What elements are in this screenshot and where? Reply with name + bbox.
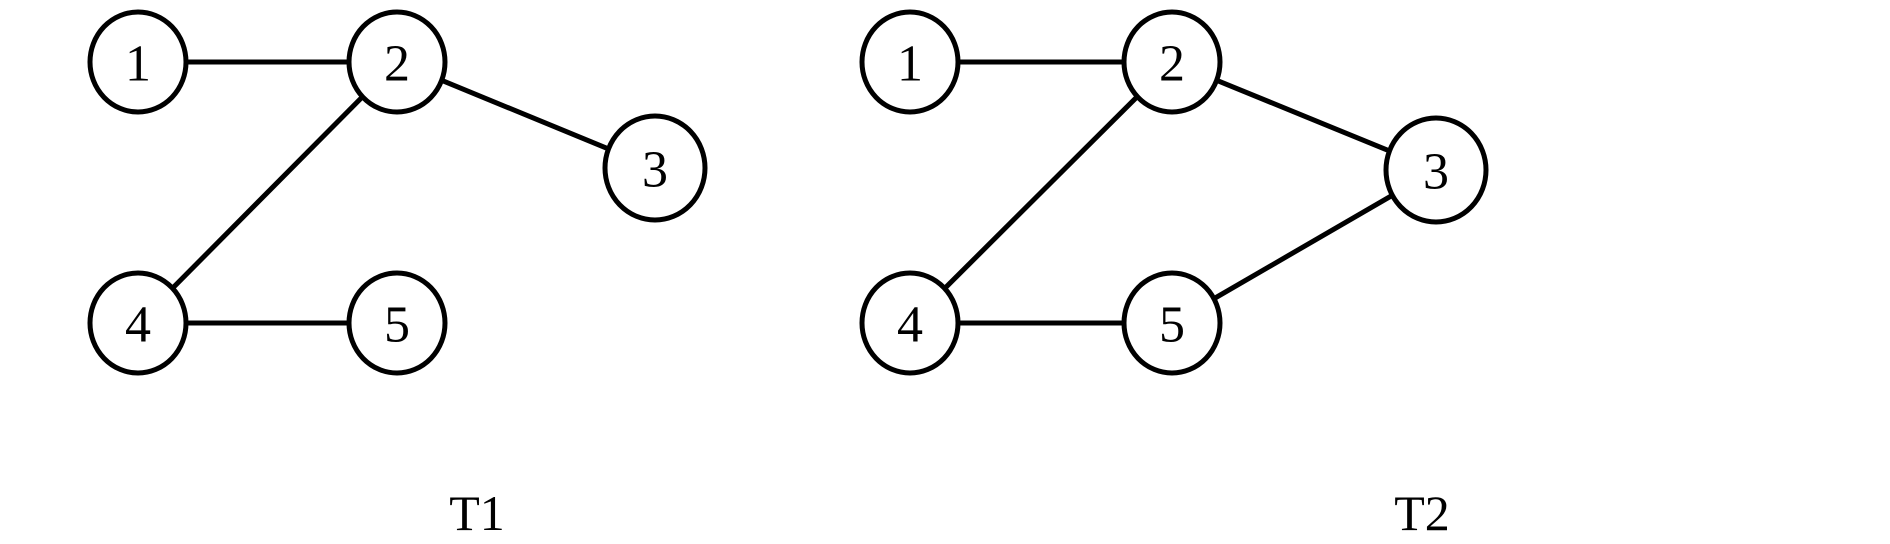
graph-node-4[interactable]: 4 [859, 270, 961, 376]
graph-node-4[interactable]: 4 [87, 270, 189, 376]
graph-t1: 1 2 3 4 5T1 [87, 9, 708, 541]
graph-node-5[interactable]: 5 [346, 270, 448, 376]
node-label: 4 [125, 297, 151, 354]
node-label: 3 [1423, 144, 1449, 201]
graph-node-2[interactable]: 2 [346, 9, 448, 115]
edges-group [170, 59, 610, 326]
node-label: 5 [1159, 297, 1185, 354]
graph-node-3[interactable]: 3 [1383, 115, 1489, 225]
nodes-group: 1 2 3 4 5 [859, 9, 1489, 376]
graph-edge-2-3 [440, 78, 610, 152]
node-label: 2 [1159, 36, 1185, 93]
node-circle[interactable] [1383, 115, 1489, 225]
graph-edge-2-3 [1215, 77, 1391, 154]
graph-node-5[interactable]: 5 [1121, 270, 1223, 376]
node-circle[interactable] [87, 270, 189, 376]
node-circle[interactable] [1121, 270, 1223, 376]
node-circle[interactable] [87, 9, 189, 115]
node-label: 1 [125, 36, 151, 93]
node-label: 4 [897, 297, 923, 354]
graph-node-1[interactable]: 1 [859, 9, 961, 115]
node-circle[interactable] [859, 9, 961, 115]
graph-caption-t1: T1 [449, 485, 505, 541]
node-circle[interactable] [346, 9, 448, 115]
node-circle[interactable] [1121, 9, 1223, 115]
graph-caption-t2: T2 [1394, 485, 1450, 541]
node-label: 2 [384, 36, 410, 93]
graph-node-1[interactable]: 1 [87, 9, 189, 115]
nodes-group: 1 2 3 4 5 [87, 9, 708, 376]
node-label: 1 [897, 36, 923, 93]
graph-edge-2-4 [942, 94, 1140, 291]
node-circle[interactable] [346, 270, 448, 376]
node-label: 3 [642, 142, 668, 199]
graph-node-2[interactable]: 2 [1121, 9, 1223, 115]
graph-edge-2-4 [170, 94, 365, 291]
graph-node-3[interactable]: 3 [602, 113, 708, 223]
graphs-layer: 1 2 3 4 5T1 1 2 3 4 5T2 [87, 9, 1489, 541]
graph-edge-5-3 [1212, 193, 1394, 301]
node-circle[interactable] [859, 270, 961, 376]
node-label: 5 [384, 297, 410, 354]
node-circle[interactable] [602, 113, 708, 223]
edges-group [942, 59, 1394, 326]
graph-t2: 1 2 3 4 5T2 [859, 9, 1489, 541]
